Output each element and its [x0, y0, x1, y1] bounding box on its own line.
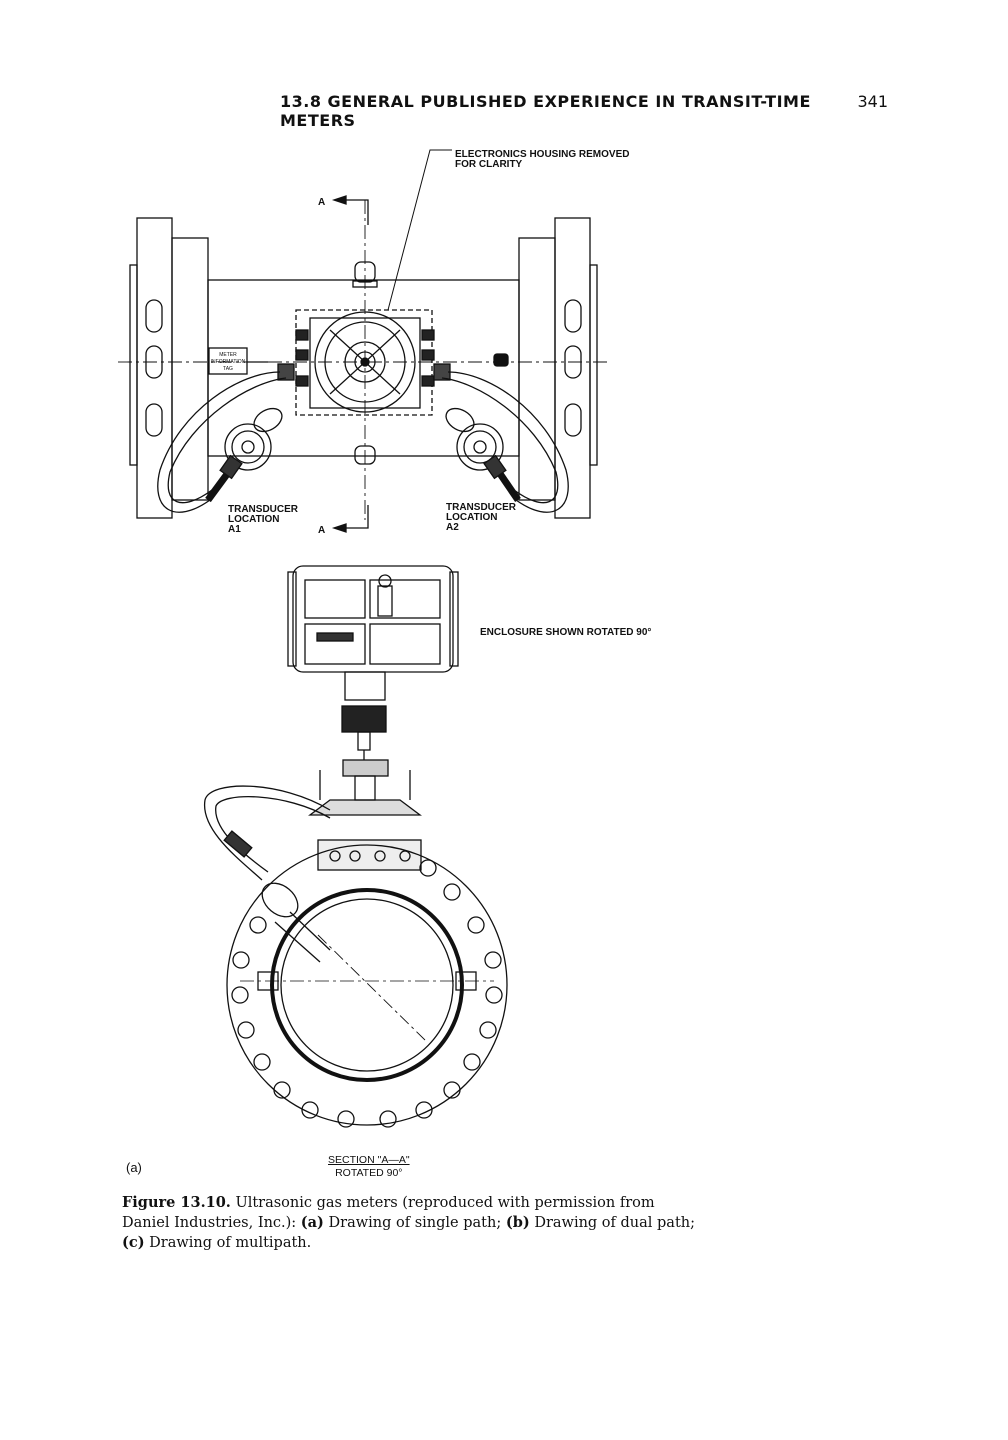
- transducer-a1-label-2: LOCATION: [228, 514, 279, 525]
- caption-label: Figure 13.10.: [122, 1194, 231, 1211]
- enclosure-note: ENCLOSURE SHOWN ROTATED 90°: [480, 627, 651, 638]
- page-number: 341: [857, 92, 888, 111]
- figure-caption: Figure 13.10. Ultrasonic gas meters (rep…: [122, 1194, 696, 1251]
- electronics-note-line2: FOR CLARITY: [455, 159, 523, 170]
- pipe-wall: [270, 888, 464, 1082]
- cable-left: [157, 371, 281, 513]
- svg-text:INFORMATION: INFORMATION: [211, 359, 246, 365]
- electronics-note-line1: ELECTRONICS HOUSING REMOVED: [455, 149, 629, 160]
- transducer-a2: [445, 407, 521, 502]
- transducer-a2-label-2: LOCATION: [446, 512, 497, 523]
- electronics-mount-outline: [295, 309, 433, 416]
- figure-sublabel: (a): [126, 1160, 142, 1175]
- flange-bolt-holes: [231, 859, 503, 1128]
- left-flange: [136, 217, 173, 519]
- right-flange: [554, 217, 591, 519]
- cable-right: [447, 371, 569, 513]
- running-header-title: 13.8 GENERAL PUBLISHED EXPERIENCE IN TRA…: [280, 92, 811, 130]
- running-header: 13.8 GENERAL PUBLISHED EXPERIENCE IN TRA…: [120, 92, 888, 130]
- section-subtitle: ROTATED 90°: [335, 1167, 403, 1179]
- top-view: A A METER INFORMATION TAG: [118, 149, 629, 536]
- section-marker-top: A: [318, 197, 325, 208]
- svg-text:TAG: TAG: [223, 366, 233, 372]
- section-cable: [204, 785, 331, 881]
- pipe-flange: [226, 844, 508, 1126]
- transducer-a1-label-3: A1: [228, 524, 241, 535]
- transducer-a2-label-3: A2: [446, 522, 459, 533]
- meter-body: [207, 279, 520, 457]
- section-view: ENCLOSURE SHOWN ROTATED 90°: [204, 565, 651, 1128]
- acoustic-path: [317, 934, 426, 1041]
- section-title: SECTION "A—A": [328, 1154, 410, 1166]
- section-label: SECTION "A—A" ROTATED 90°: [328, 1154, 410, 1180]
- transducer-a1: [205, 407, 283, 503]
- meter-information-tag: [208, 347, 248, 375]
- svg-text:METER: METER: [219, 352, 237, 358]
- transducer-a1-label-1: TRANSDUCER: [228, 504, 299, 515]
- enclosure: [292, 565, 454, 673]
- transducer-a2-label-1: TRANSDUCER: [446, 502, 517, 513]
- section-marker-bottom: A: [318, 525, 325, 536]
